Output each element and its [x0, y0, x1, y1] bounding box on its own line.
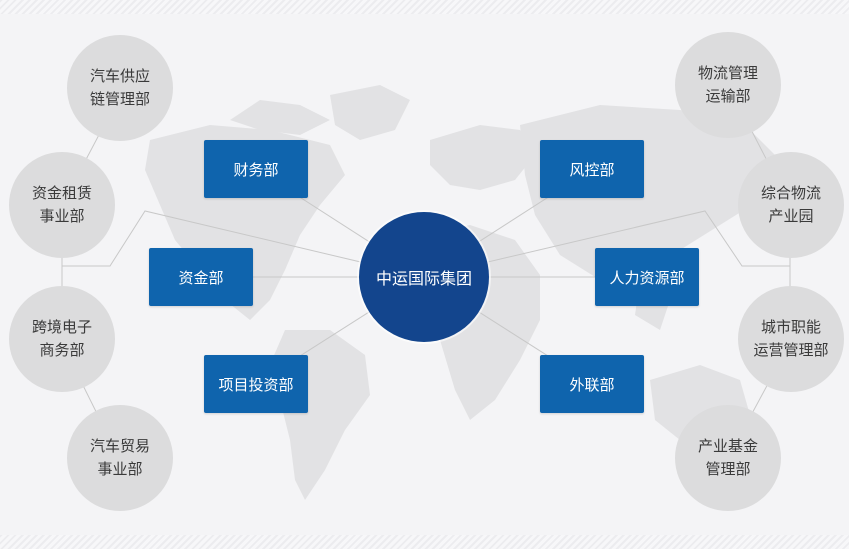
unit-circle-city-operations: 城市职能 运营管理部 — [738, 286, 844, 392]
dept-box-human-resources: 人力资源部 — [595, 248, 699, 306]
dept-label: 风控部 — [569, 160, 615, 179]
dept-box-project-investment: 项目投资部 — [204, 355, 308, 413]
unit-circle-cross-border-ecommerce: 跨境电子 商务部 — [9, 286, 115, 392]
dept-box-funds: 资金部 — [149, 248, 253, 306]
unit-label: 汽车供应 链管理部 — [89, 67, 150, 108]
unit-label: 汽车贸易 事业部 — [89, 437, 150, 478]
unit-circle-auto-supply-chain: 汽车供应 链管理部 — [67, 35, 173, 141]
unit-circle-auto-trade: 汽车贸易 事业部 — [67, 405, 173, 511]
unit-label: 物流管理 运输部 — [697, 64, 758, 105]
dept-label: 财务部 — [233, 160, 279, 179]
center-label: 中运国际集团 — [375, 269, 472, 288]
unit-label: 城市职能 运营管理部 — [753, 318, 829, 359]
dept-label: 资金部 — [178, 268, 224, 287]
unit-circle-industry-fund: 产业基金 管理部 — [675, 405, 781, 511]
unit-circle-capital-leasing: 资金租赁 事业部 — [9, 152, 115, 258]
dept-label: 项目投资部 — [218, 375, 294, 394]
dept-box-finance: 财务部 — [204, 140, 308, 198]
bottom-pattern — [0, 535, 849, 549]
center-node-group: 中运国际集团 — [359, 212, 489, 342]
dept-box-risk-control: 风控部 — [540, 140, 644, 198]
dept-box-external-relations: 外联部 — [540, 355, 644, 413]
dept-label: 外联部 — [569, 375, 615, 394]
dept-label: 人力资源部 — [609, 268, 685, 287]
unit-label: 跨境电子 商务部 — [31, 318, 92, 359]
unit-circle-logistics-transport: 物流管理 运输部 — [675, 32, 781, 138]
unit-label: 产业基金 管理部 — [697, 437, 758, 478]
top-pattern — [0, 0, 849, 14]
unit-label: 综合物流 产业园 — [760, 184, 821, 225]
unit-label: 资金租赁 事业部 — [31, 184, 92, 225]
unit-circle-logistics-park: 综合物流 产业园 — [738, 152, 844, 258]
